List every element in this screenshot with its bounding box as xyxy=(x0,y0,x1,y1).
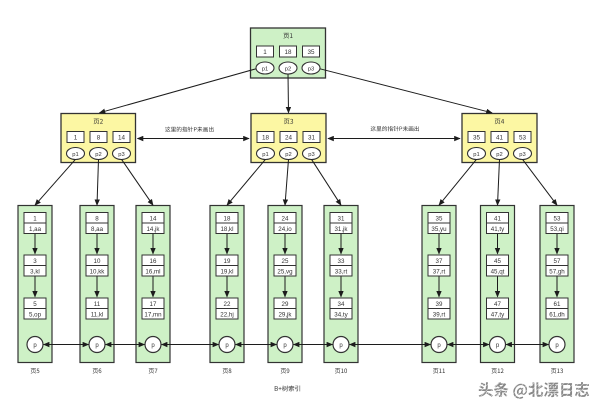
svg-text:p: p xyxy=(555,343,559,349)
svg-text:45: 45 xyxy=(494,258,501,265)
svg-text:p: p xyxy=(283,343,287,349)
svg-text:1: 1 xyxy=(74,135,78,142)
svg-text:53,qi: 53,qi xyxy=(550,226,563,233)
svg-text:1: 1 xyxy=(263,49,267,56)
svg-text:35: 35 xyxy=(436,216,443,223)
svg-text:14,jk: 14,jk xyxy=(146,226,160,233)
svg-text:53: 53 xyxy=(519,135,527,142)
svg-text:37: 37 xyxy=(436,258,443,265)
svg-text:8: 8 xyxy=(95,216,99,223)
svg-text:p: p xyxy=(437,343,441,349)
svg-text:61: 61 xyxy=(554,301,561,308)
svg-text:37,rt: 37,rt xyxy=(433,268,446,275)
svg-text:39: 39 xyxy=(436,301,443,308)
svg-text:p: p xyxy=(95,343,99,349)
svg-text:5,op: 5,op xyxy=(29,311,42,318)
svg-text:22,hj: 22,hj xyxy=(220,311,233,318)
svg-text:19: 19 xyxy=(224,258,231,265)
svg-text:47,ty: 47,ty xyxy=(491,311,505,318)
svg-text:41: 41 xyxy=(494,216,501,223)
svg-text:24: 24 xyxy=(282,216,289,223)
svg-text:p: p xyxy=(33,343,37,349)
svg-text:p2: p2 xyxy=(285,66,291,72)
svg-text:p1: p1 xyxy=(473,152,479,158)
svg-text:p3: p3 xyxy=(308,152,314,158)
svg-text:8: 8 xyxy=(97,135,101,142)
svg-text:1,aa: 1,aa xyxy=(29,226,42,233)
svg-text:22: 22 xyxy=(224,301,231,308)
svg-text:16,ml: 16,ml xyxy=(145,268,160,275)
svg-text:35: 35 xyxy=(307,49,315,56)
svg-text:18: 18 xyxy=(224,216,231,223)
svg-text:p1: p1 xyxy=(72,152,78,158)
svg-text:25: 25 xyxy=(282,258,289,265)
svg-text:17,mn: 17,mn xyxy=(144,311,162,318)
svg-text:34,ty: 34,ty xyxy=(334,311,348,318)
svg-text:34: 34 xyxy=(338,301,345,308)
svg-text:11,kl: 11,kl xyxy=(91,311,104,318)
svg-text:57: 57 xyxy=(554,258,561,265)
svg-text:53: 53 xyxy=(554,216,561,223)
svg-text:33: 33 xyxy=(338,258,345,265)
svg-text:35,yu: 35,yu xyxy=(431,226,447,233)
svg-text:61,dh: 61,dh xyxy=(549,311,565,318)
svg-text:3,kl: 3,kl xyxy=(30,268,40,275)
svg-text:41: 41 xyxy=(496,135,504,142)
svg-text:1: 1 xyxy=(33,216,37,223)
svg-text:p3: p3 xyxy=(308,66,314,72)
svg-text:24: 24 xyxy=(285,135,293,142)
svg-text:31: 31 xyxy=(338,216,345,223)
svg-text:47: 47 xyxy=(494,301,501,308)
svg-text:p: p xyxy=(225,343,229,349)
svg-text:10: 10 xyxy=(94,258,101,265)
svg-text:31,jk: 31,jk xyxy=(334,226,348,233)
svg-text:31: 31 xyxy=(308,135,316,142)
svg-text:18: 18 xyxy=(284,49,292,56)
svg-text:p1: p1 xyxy=(262,66,268,72)
svg-text:35: 35 xyxy=(473,135,481,142)
svg-text:25,vg: 25,vg xyxy=(277,268,293,275)
svg-text:p: p xyxy=(339,343,343,349)
svg-text:p3: p3 xyxy=(118,152,124,158)
svg-text:18,kl: 18,kl xyxy=(220,226,233,233)
svg-text:29: 29 xyxy=(282,301,289,308)
svg-text:16: 16 xyxy=(150,258,157,265)
svg-text:p2: p2 xyxy=(496,152,502,158)
svg-text:29,jk: 29,jk xyxy=(278,311,292,318)
svg-text:11: 11 xyxy=(94,301,101,308)
svg-text:33,rt: 33,rt xyxy=(335,268,348,275)
svg-text:39,rt: 39,rt xyxy=(433,311,446,318)
svg-text:19,kl: 19,kl xyxy=(220,268,233,275)
svg-text:41,ty: 41,ty xyxy=(491,226,505,233)
svg-text:3: 3 xyxy=(33,258,37,265)
svg-text:18: 18 xyxy=(262,135,270,142)
svg-text:p2: p2 xyxy=(285,152,291,158)
svg-text:14: 14 xyxy=(118,135,126,142)
svg-text:p3: p3 xyxy=(519,152,525,158)
svg-text:10,kk: 10,kk xyxy=(90,268,106,275)
svg-text:24,io: 24,io xyxy=(278,226,292,233)
svg-text:p: p xyxy=(151,343,155,349)
svg-text:p1: p1 xyxy=(262,152,268,158)
svg-text:8,aa: 8,aa xyxy=(91,226,104,233)
svg-text:17: 17 xyxy=(150,301,157,308)
svg-text:45,qt: 45,qt xyxy=(491,268,505,275)
svg-text:p: p xyxy=(496,343,500,349)
svg-text:57,gh: 57,gh xyxy=(549,268,565,275)
svg-text:p2: p2 xyxy=(95,152,101,158)
svg-text:14: 14 xyxy=(150,216,157,223)
svg-text:5: 5 xyxy=(33,301,37,308)
